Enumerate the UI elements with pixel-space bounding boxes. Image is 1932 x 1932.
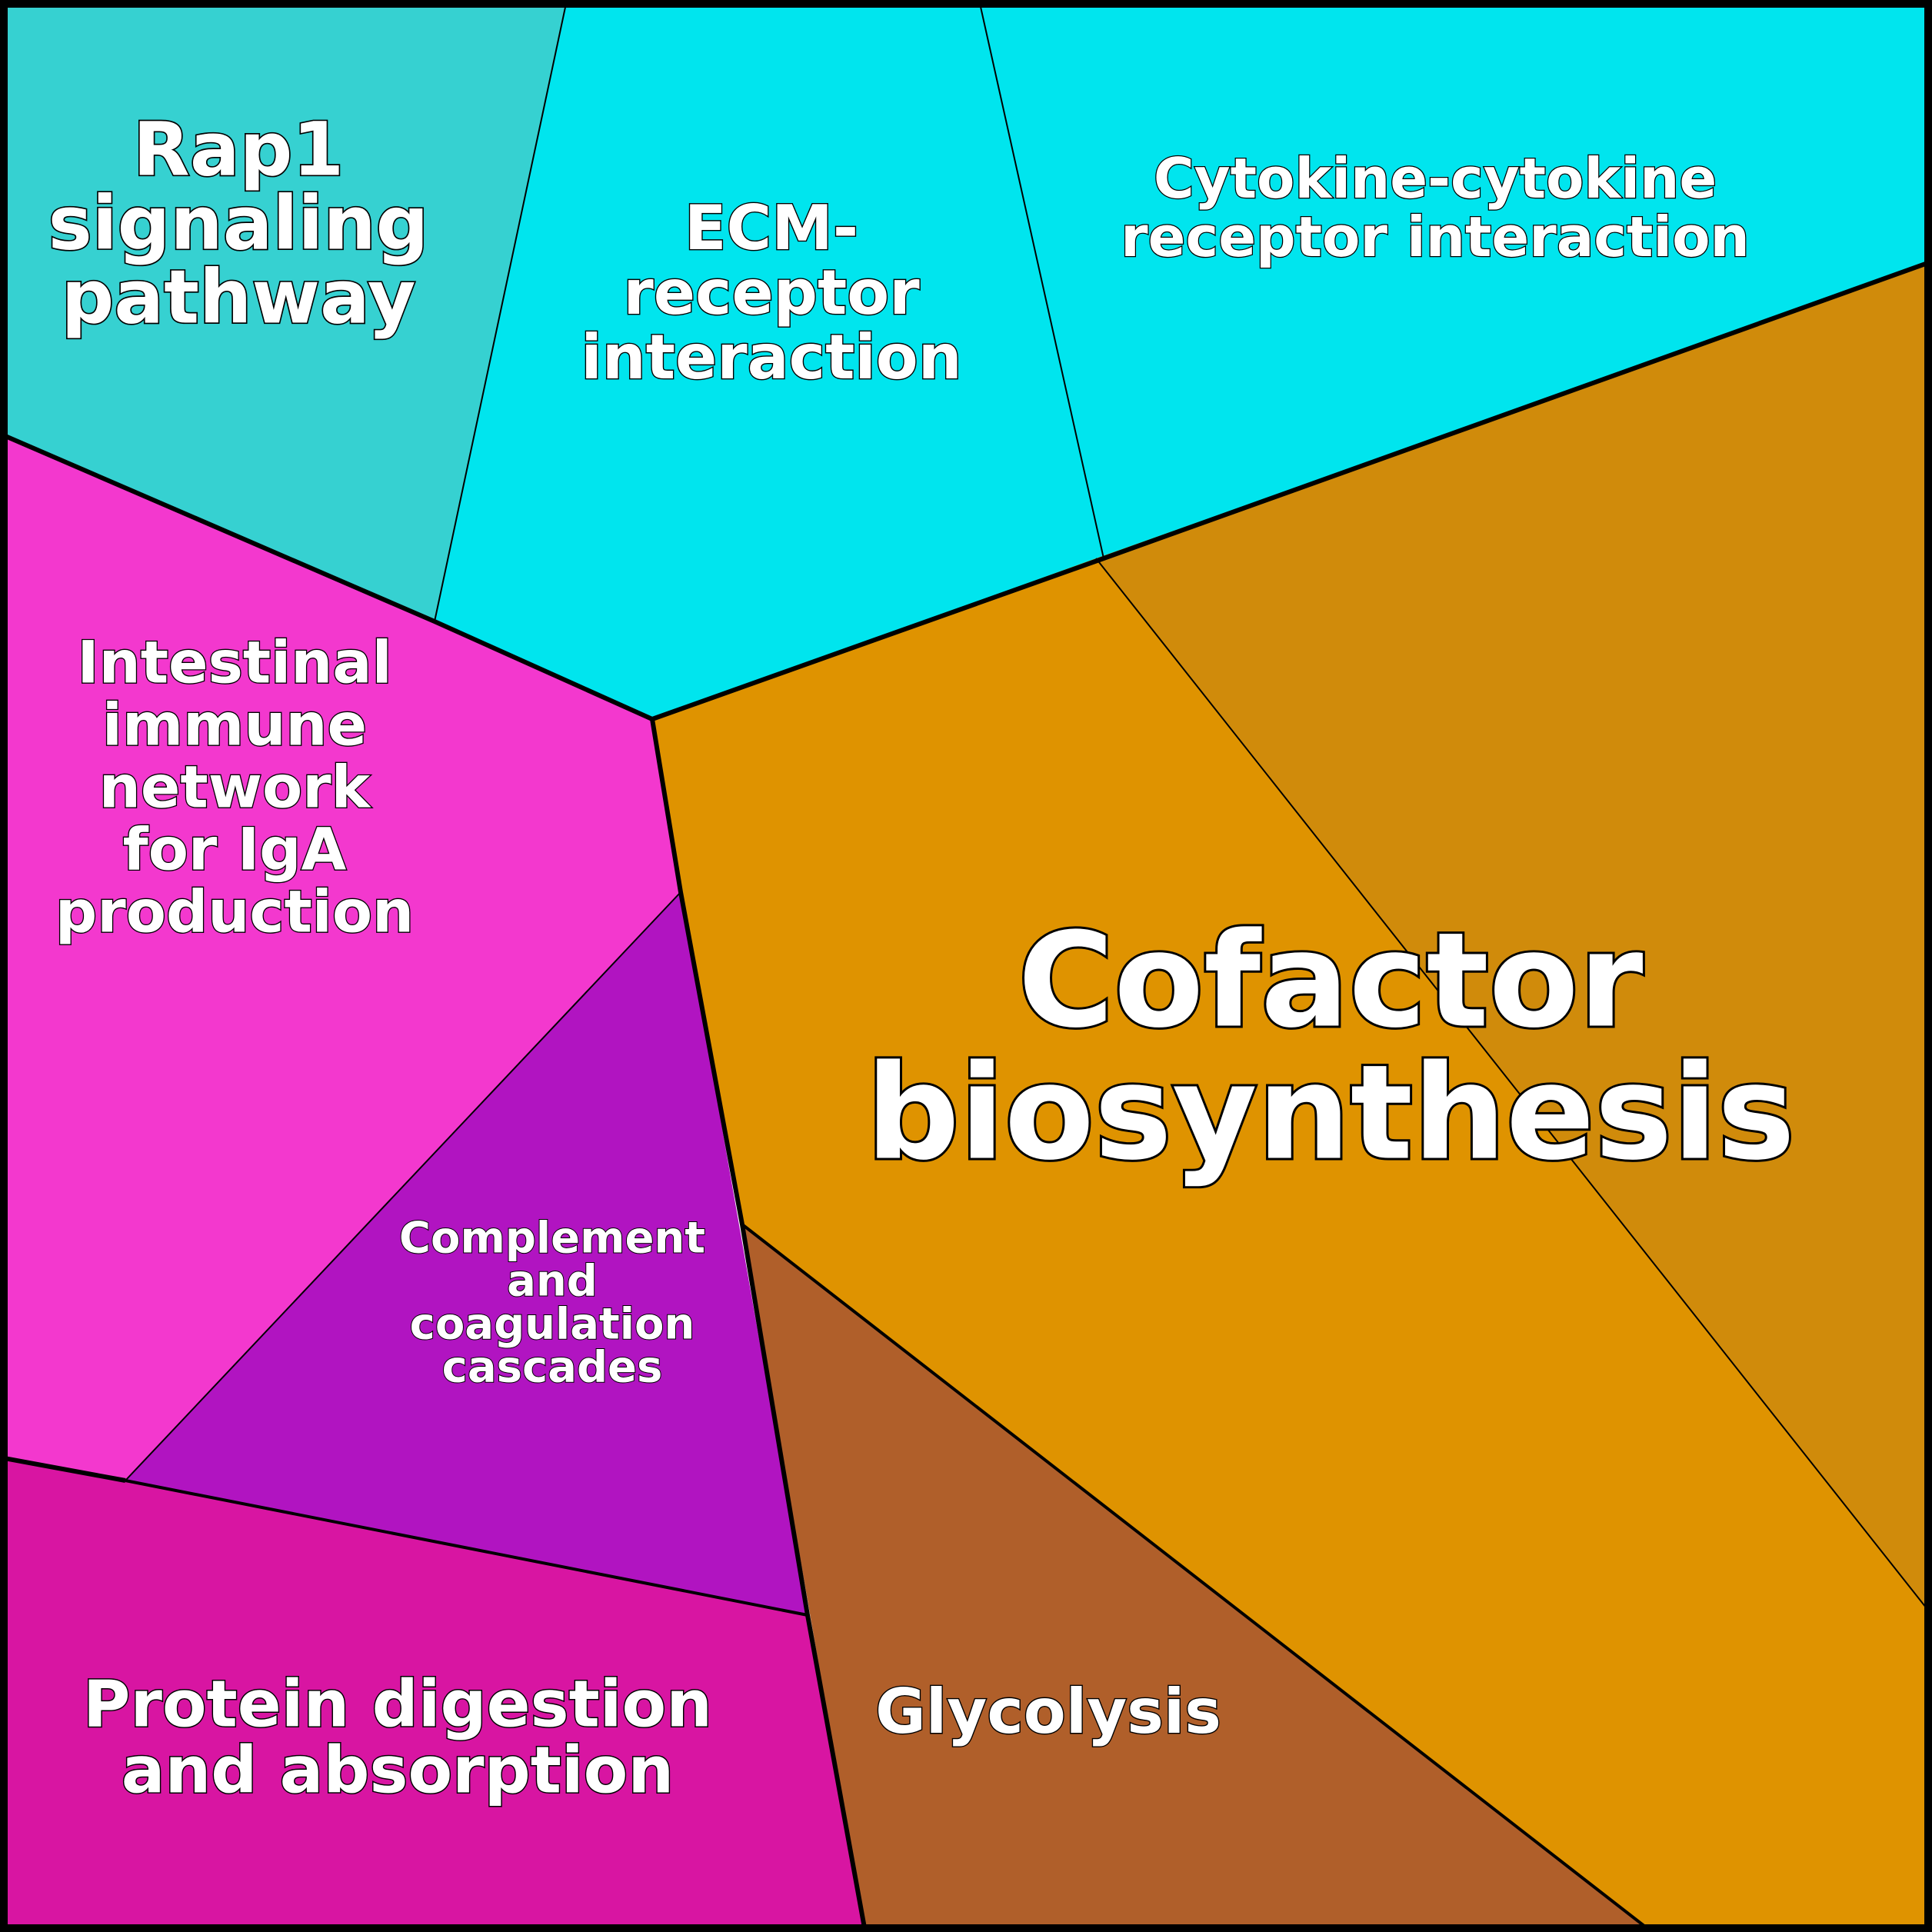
cell-complement <box>125 892 808 1615</box>
label-rap1-line: Rap1 <box>133 107 344 193</box>
cell-intestinal <box>0 434 681 1481</box>
label-complement-line: coagulation <box>410 1300 695 1350</box>
cell-border-thin <box>978 0 1104 559</box>
cell-protein <box>0 1457 865 1932</box>
cell-border-thin <box>125 891 681 1481</box>
cell-border-medium <box>741 1223 1654 1932</box>
label-complement-line: Complement <box>399 1214 705 1264</box>
cell-cytokine <box>979 0 1932 558</box>
label-ecm-line: ECM- <box>685 192 858 264</box>
cell-rap1 <box>0 0 567 621</box>
label-glycolysis-line: Glycolysis <box>875 1676 1221 1747</box>
cell-cofactor-right <box>1096 261 1932 1615</box>
label-cytokine-line: receptor interaction <box>1121 205 1750 269</box>
cell-border-medium <box>125 1479 808 1617</box>
cell-border-thin <box>1095 558 1932 1616</box>
label-rap1-line: pathway <box>62 255 416 341</box>
label-complement-line: and <box>507 1257 598 1307</box>
cell-border-thin <box>434 0 568 622</box>
label-complement-line: cascades <box>442 1343 663 1393</box>
label-protein-line: and absorption <box>122 1732 674 1807</box>
label-cytokine-line: Cytokine-cytokine <box>1154 146 1717 211</box>
label-protein-line: Protein digestion <box>83 1666 712 1741</box>
label-intestinal-line: production <box>55 878 414 946</box>
label-cofactor-line: biosynthesis <box>866 1038 1795 1190</box>
cell-border-thick <box>0 1455 126 1483</box>
label-ecm-line: receptor <box>623 257 920 328</box>
label-intestinal-line: immune <box>102 691 367 759</box>
label-rap1-line: signaling <box>48 181 429 267</box>
label-glycolysis: Glycolysis <box>875 1676 1221 1747</box>
cell-ecm <box>435 0 1104 719</box>
label-intestinal-line: Intestinal <box>77 628 391 697</box>
label-intestinal-line: network <box>99 753 371 821</box>
label-cofactor-line: Cofactor <box>1018 905 1644 1058</box>
cell-cofactor <box>652 558 1932 1932</box>
label-intestinal-line: for IgA <box>123 815 347 884</box>
label-ecm-line: interaction <box>581 321 961 393</box>
cell-border-thick <box>650 718 868 1932</box>
